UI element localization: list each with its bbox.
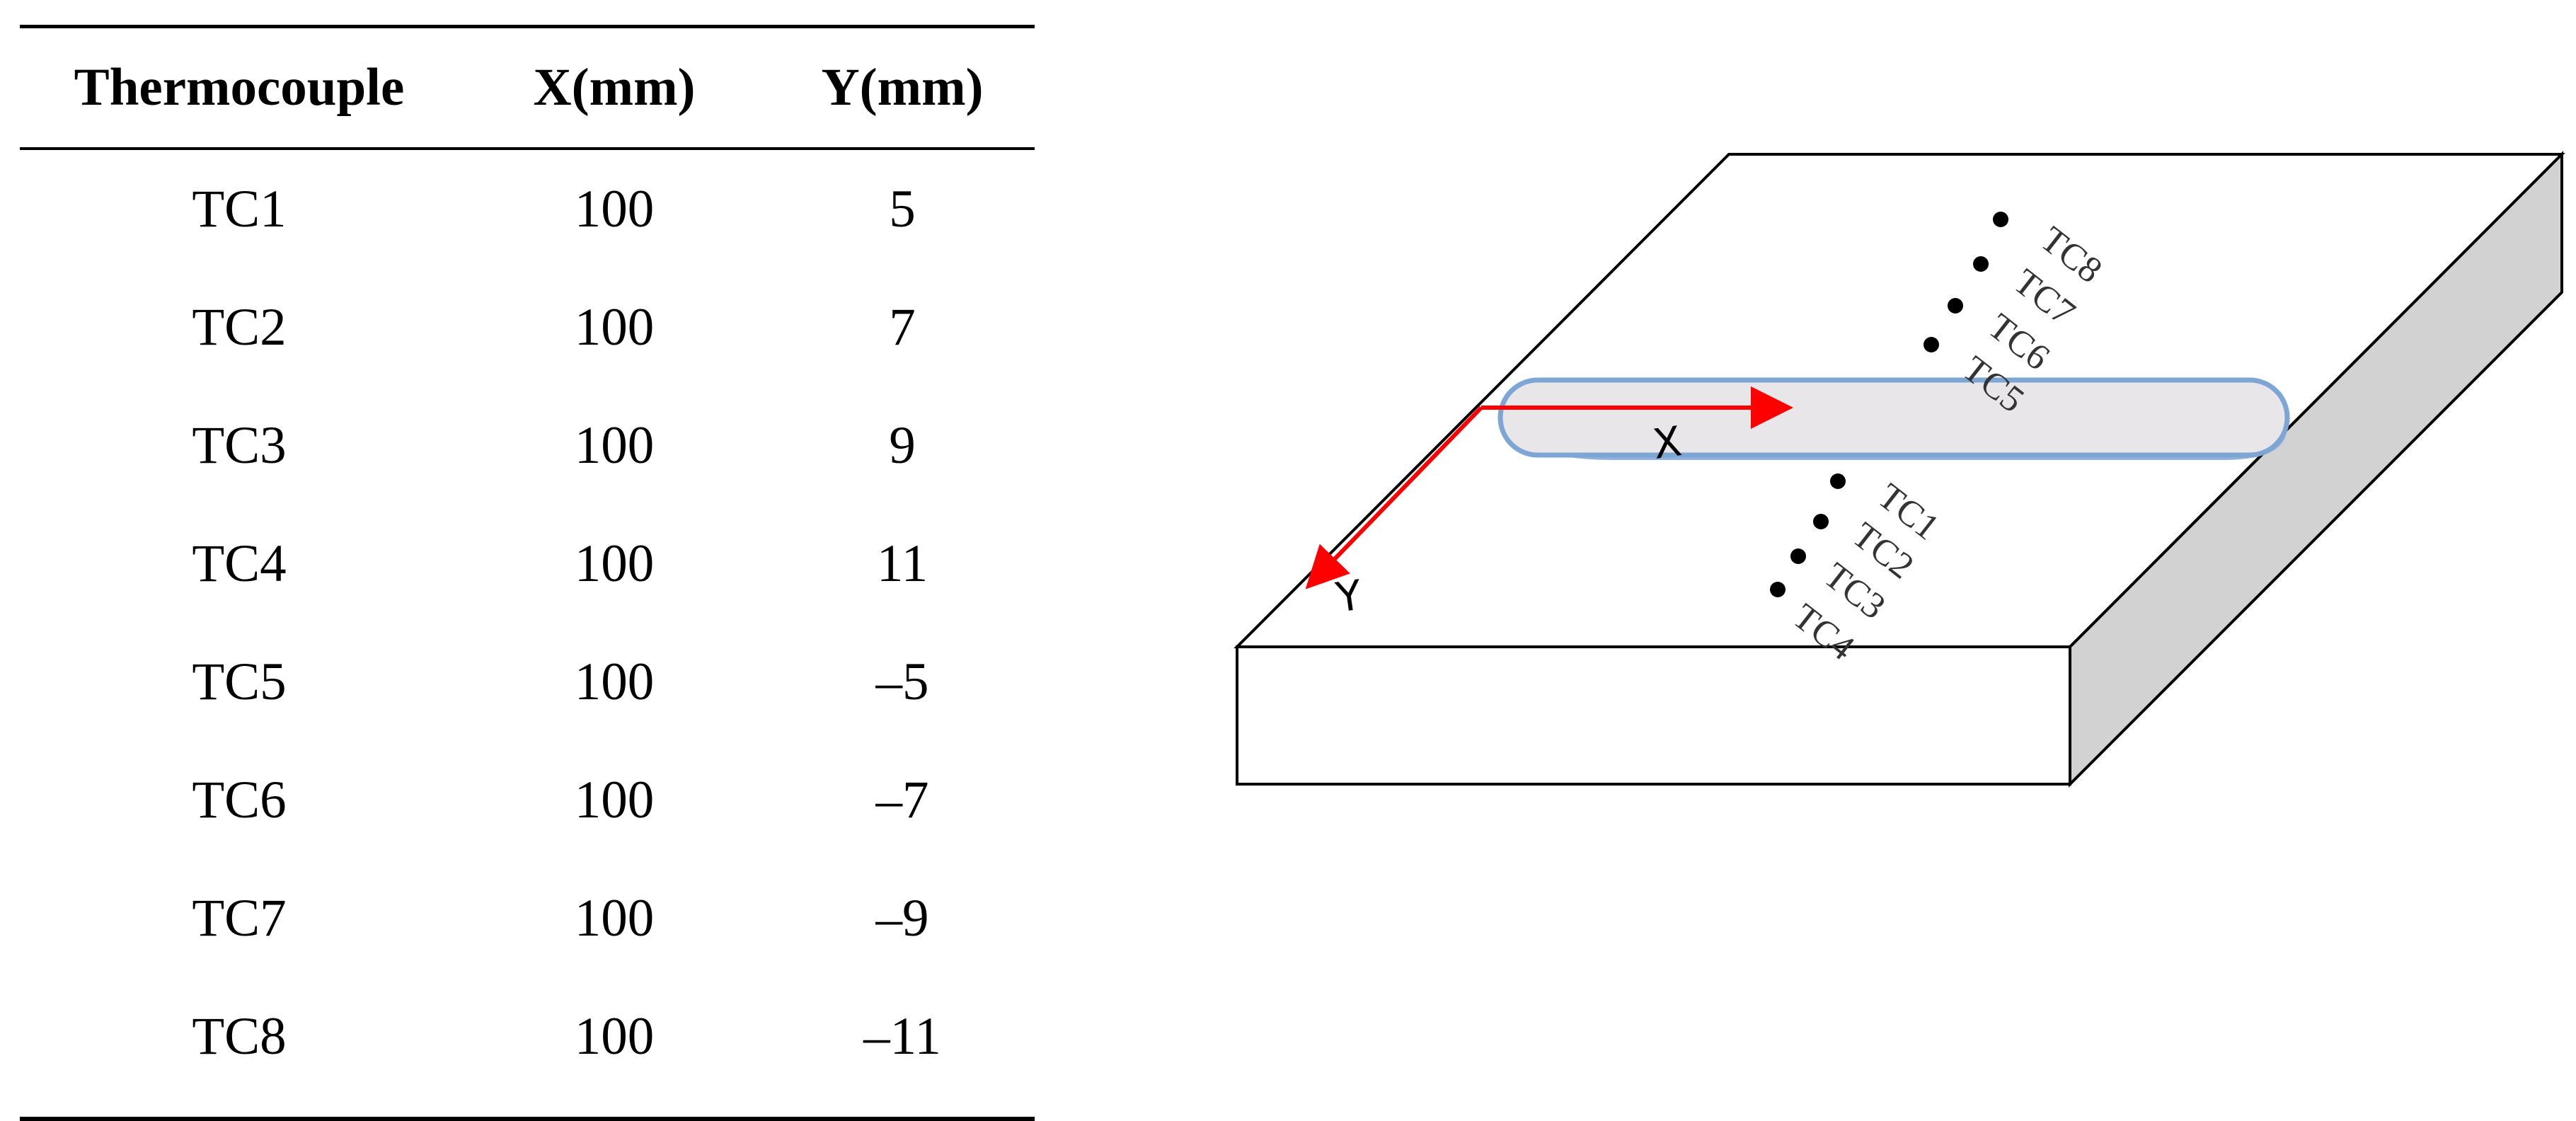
tc6-dot <box>1948 298 1963 314</box>
cell-x: 100 <box>574 297 655 357</box>
cell-y: 9 <box>889 415 916 475</box>
y-axis-arrow <box>1305 406 1483 590</box>
thermocouple-points-upper <box>1924 212 2008 352</box>
cell-y: –9 <box>875 888 929 948</box>
cell-thermocouple: TC3 <box>192 415 287 475</box>
table-top-rule <box>20 25 1035 28</box>
x-axis-label: X <box>1650 417 1685 468</box>
plate-front-face <box>1236 645 2071 786</box>
tc4-dot <box>1770 582 1786 597</box>
thermocouple-points-lower <box>1770 473 1846 597</box>
header-y-mm: Y(mm) <box>821 58 984 117</box>
cell-y: 11 <box>876 534 928 593</box>
cell-y: –5 <box>875 652 929 711</box>
cell-thermocouple: TC8 <box>192 1006 287 1066</box>
weld-bead <box>1497 377 2290 460</box>
table-row: TC8 100 –11 <box>20 977 1035 1096</box>
table-row: TC2 100 7 <box>20 268 1035 386</box>
cell-x: 100 <box>574 770 655 829</box>
cell-y: 7 <box>889 297 916 357</box>
table-row: TC7 100 –9 <box>20 859 1035 977</box>
cell-x: 100 <box>574 1006 655 1066</box>
table-row: TC5 100 –5 <box>20 623 1035 741</box>
tc2-dot <box>1813 514 1829 529</box>
table-row: TC4 100 11 <box>20 505 1035 623</box>
table-header-row: Thermocouple X(mm) Y(mm) <box>20 28 1035 147</box>
table-row: TC6 100 –7 <box>20 741 1035 859</box>
header-x-mm: X(mm) <box>533 58 696 117</box>
table-bottom-rule <box>20 1117 1035 1121</box>
cell-thermocouple: TC2 <box>192 297 287 357</box>
cell-thermocouple: TC4 <box>192 534 287 593</box>
tc5-dot <box>1924 337 1939 352</box>
tc1-dot <box>1830 473 1846 489</box>
table-row: TC3 100 9 <box>20 386 1035 505</box>
cell-x: 100 <box>574 415 655 475</box>
cell-y: –11 <box>863 1006 941 1066</box>
cell-y: –7 <box>875 770 929 829</box>
table-row: TC1 100 5 <box>20 150 1035 268</box>
tc7-dot <box>1973 256 1989 272</box>
header-thermocouple: Thermocouple <box>74 58 405 117</box>
cell-x: 100 <box>574 179 655 238</box>
table-header-rule <box>20 147 1035 150</box>
tc8-dot <box>1993 212 2008 227</box>
cell-x: 100 <box>574 652 655 711</box>
cell-x: 100 <box>574 534 655 593</box>
cell-thermocouple: TC7 <box>192 888 287 948</box>
cell-thermocouple: TC5 <box>192 652 287 711</box>
cell-x: 100 <box>574 888 655 948</box>
cell-y: 5 <box>889 179 916 238</box>
cell-thermocouple: TC6 <box>192 770 287 829</box>
tc3-dot <box>1790 548 1806 564</box>
cell-thermocouple: TC1 <box>192 179 287 238</box>
thermocouple-position-table: Thermocouple X(mm) Y(mm) TC1 100 5 TC2 1… <box>20 25 1035 1121</box>
